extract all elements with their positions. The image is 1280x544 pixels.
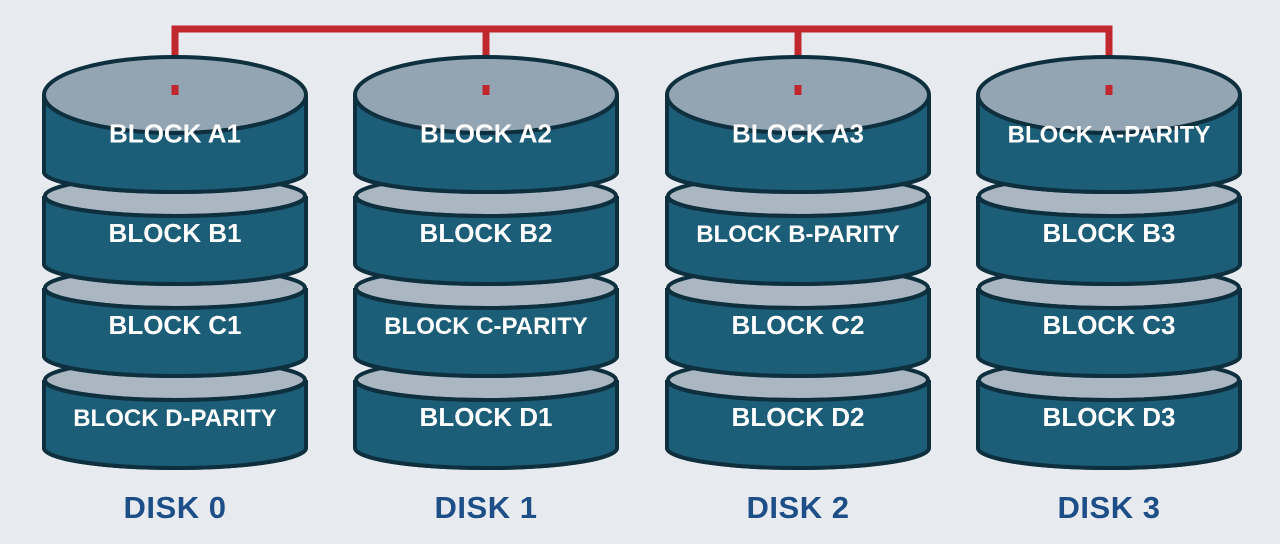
disk-label-2: DISK 2: [746, 490, 850, 525]
disk-0-block-0-label: BLOCK A1: [109, 119, 241, 149]
disk-2-block-2-label: BLOCK C2: [732, 310, 865, 340]
disk-3-block-0-front: [976, 94, 1242, 194]
disk-3-block-1-front: [976, 195, 1242, 286]
disk-label-3: DISK 3: [1057, 490, 1161, 525]
disk-1-block-3-label: BLOCK D1: [420, 402, 553, 432]
disk-2-block-2-front: [665, 287, 931, 378]
disk-3-block-3-front: [976, 379, 1242, 470]
disk-1-block-1-front: [353, 195, 619, 286]
disk-2-block-0-front: [665, 94, 931, 194]
disk-0-block-2-label: BLOCK C1: [109, 310, 242, 340]
disk-0-block-1-front: [42, 195, 308, 286]
disk-0-block-3-front: [42, 379, 308, 470]
disk-1-block-3-front: [353, 379, 619, 470]
disk-label-0: DISK 0: [123, 490, 227, 525]
disk-2-block-1-label: BLOCK B-PARITY: [696, 221, 900, 248]
disk-3-block-0-label: BLOCK A-PARITY: [1008, 122, 1211, 149]
disk-1-block-2-label: BLOCK C-PARITY: [384, 313, 588, 340]
disk-1-block-0-label: BLOCK A2: [420, 119, 552, 149]
disk-2-block-3-front: [665, 379, 931, 470]
disk-1-block-0-front: [353, 94, 619, 194]
disk-1-block-1-label: BLOCK B2: [420, 218, 553, 248]
disk-2-block-0-label: BLOCK A3: [732, 119, 864, 149]
disk-label-1: DISK 1: [434, 490, 538, 525]
disk-2-block-3-label: BLOCK D2: [732, 402, 865, 432]
disk-3-block-1-label: BLOCK B3: [1043, 218, 1176, 248]
disk-3-block-3-label: BLOCK D3: [1043, 402, 1176, 432]
disk-2-block-1-front: [665, 195, 931, 286]
disk-0-block-2-front: [42, 287, 308, 378]
connector-bus-line: [171, 25, 1113, 97]
disk-0-block-0-front: [42, 94, 308, 194]
disk-1-block-2-front: [353, 287, 619, 378]
disk-3-block-2-front: [976, 287, 1242, 378]
disk-0-block-3-label: BLOCK D-PARITY: [73, 405, 277, 432]
disk-3-block-2-label: BLOCK C3: [1043, 310, 1176, 340]
disk-0-block-1-label: BLOCK B1: [109, 218, 242, 248]
